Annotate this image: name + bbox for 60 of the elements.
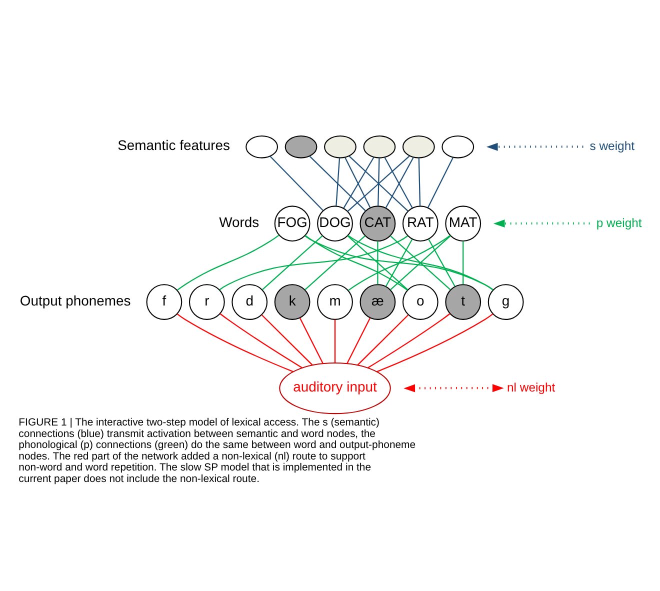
connector [368,312,450,368]
node-circle [246,135,278,158]
connector [462,240,464,284]
connector [334,319,336,362]
connector [304,234,408,290]
connector [377,240,378,284]
node-circle: DOG [317,205,353,242]
connector [418,157,421,206]
connector [390,234,451,290]
node-circle: FOG [274,205,310,242]
connector [385,238,413,286]
connector [348,234,494,290]
connector [299,317,324,364]
node-circle [442,135,474,158]
node-circle: k [274,284,310,320]
node-circle [324,135,356,158]
connector [428,238,456,286]
connector [378,157,380,206]
arrow [493,219,590,228]
node-text: p weight [596,215,642,230]
node-circle [402,135,435,158]
arrow [486,142,584,150]
connector [219,234,408,290]
connector [376,312,494,372]
connector [336,157,340,206]
connector [220,312,302,368]
connector [270,155,324,210]
node-circle: f [146,284,182,320]
node-circle: MAT [445,205,482,242]
connector [348,234,450,290]
connector [346,317,371,364]
connector [427,156,454,208]
node-text: s weight [590,138,634,153]
arrow [404,384,504,392]
connector [176,312,294,372]
node-circle: m [317,284,353,320]
connector [176,234,280,290]
node-text: nl weight [507,380,556,394]
caption: FIGURE 1 | The interactive two-step model of lexical access. The s (semantic) connections (blue) transmit activation between semantic and word nodes, the phonological (p) connections (green) do the same between word and output-phoneme nodes. The red part of the network added a non-lexical (nl) route to support non-word and word repetition. The slow SP model that is implemented in the current paper does not include the non-lexical route. [18,416,416,485]
node-ellipse: auditory input [279,362,391,414]
node-circle: o [402,284,438,320]
node-circle: CAT [360,205,396,242]
connector [304,234,366,290]
connector [309,155,366,211]
label: Semantic features [118,136,230,153]
node-circle: d [232,284,268,320]
connector [262,234,323,290]
label: Words [219,213,260,230]
connector [261,314,313,366]
connector [357,314,409,366]
node-circle: g [488,284,524,320]
connector [304,234,494,290]
node-circle: r [188,284,225,320]
connector [347,234,408,290]
node-circle [363,135,396,158]
node-circle: t [445,284,482,320]
label: Output phonemes [20,292,131,308]
node-circle: RAT [402,205,438,242]
node-circle [284,135,318,158]
node-circle: æ [360,284,396,320]
